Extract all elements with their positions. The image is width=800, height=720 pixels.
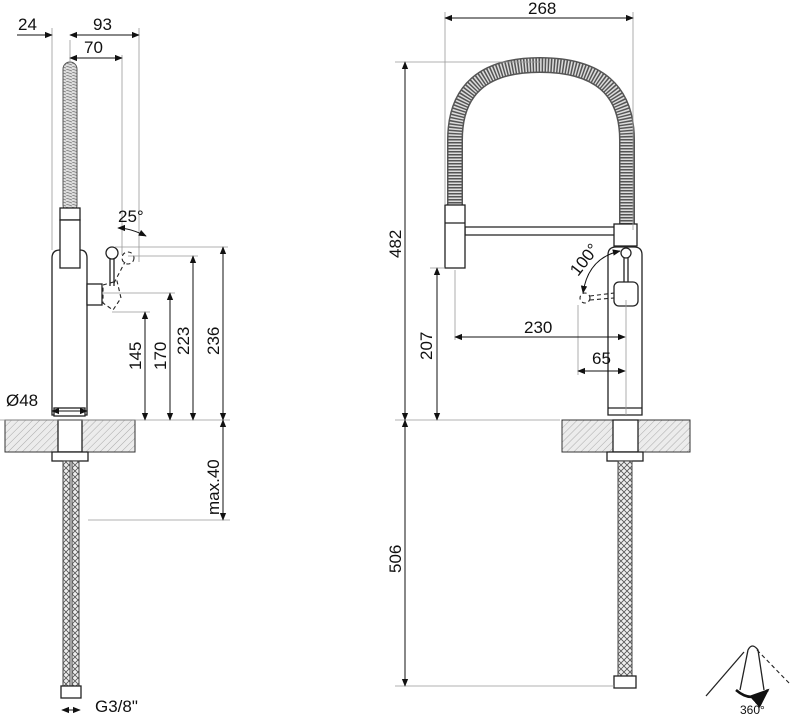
label-93: 93 (93, 15, 112, 34)
dim-arc-25 (117, 224, 147, 237)
label-145: 145 (126, 342, 145, 370)
supply-hose-2 (71, 460, 80, 687)
mounting-nut (612, 419, 639, 453)
hose-fitting (60, 685, 82, 699)
label-170: 170 (151, 342, 170, 370)
faucet-body (607, 246, 643, 416)
supply-hose (617, 460, 633, 687)
label-506: 506 (386, 545, 405, 573)
lever-stem (109, 259, 115, 286)
side-view: 24 93 70 25° 145 170 223 236 max.40 Ø48 … (0, 15, 230, 716)
spray-head-collar (59, 207, 81, 221)
arm-joint (613, 223, 638, 247)
lever-open-position (579, 292, 591, 304)
arched-hose (448, 58, 634, 232)
lever-pivot (86, 283, 103, 306)
rotation-arrow-icon (735, 688, 770, 708)
mounting-plate (51, 451, 89, 462)
label-70: 70 (84, 38, 103, 57)
front-view: 268 482 207 230 65 100° 506 (386, 0, 691, 689)
label-diameter-48: Ø48 (6, 391, 38, 410)
label-230: 230 (524, 318, 552, 337)
label-207: 207 (417, 332, 436, 360)
base-ring (53, 407, 86, 417)
faucet-body (51, 249, 88, 416)
label-24: 24 (18, 15, 37, 34)
label-236: 236 (204, 327, 223, 355)
spray-head (59, 219, 81, 269)
mounting-plate (606, 451, 644, 462)
spout-arm (464, 226, 616, 236)
lever-open-position (102, 261, 126, 311)
label-max40: max.40 (204, 459, 223, 515)
supply-hose-1 (62, 460, 71, 687)
label-268: 268 (528, 0, 556, 18)
label-100deg: 100° (566, 240, 603, 279)
label-482: 482 (386, 230, 405, 258)
dim-arc-100 (580, 249, 621, 294)
pull-out-hose (62, 61, 78, 213)
label-223: 223 (174, 327, 193, 355)
label-25deg: 25° (118, 207, 144, 226)
label-65: 65 (592, 349, 611, 368)
label-thread: G3/8" (95, 697, 138, 716)
hose-fitting (613, 675, 637, 689)
lever-knob (105, 246, 119, 260)
rotation-360-icon: 360° (705, 645, 791, 717)
arched-hose-outline (447, 56, 635, 232)
mounting-nut (57, 419, 83, 453)
spray-head (444, 204, 466, 269)
lever-knob (620, 247, 632, 259)
label-360deg: 360° (740, 703, 765, 717)
